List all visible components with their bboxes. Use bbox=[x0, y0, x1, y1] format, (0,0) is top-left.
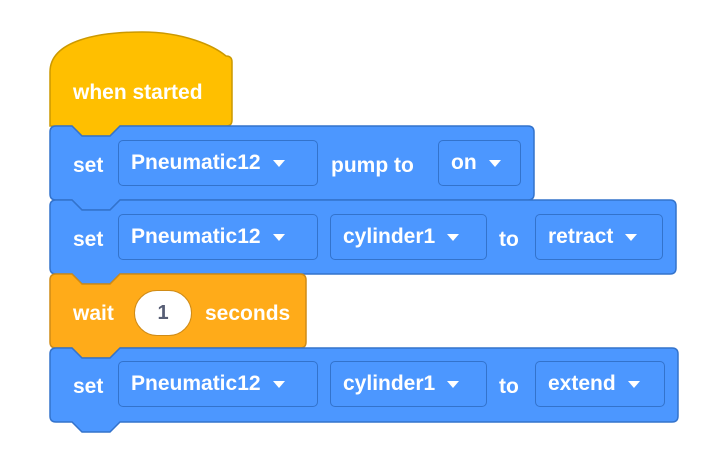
cylinder-dropdown[interactable]: cylinder1 bbox=[330, 361, 487, 407]
set-keyword: set bbox=[73, 228, 104, 251]
cylinder-action-dropdown[interactable]: retract bbox=[535, 214, 663, 260]
dropdown-caret-icon bbox=[488, 160, 501, 167]
dropdown-caret-icon bbox=[272, 160, 285, 167]
device-dropdown-label: Pneumatic12 bbox=[131, 225, 261, 248]
hat-block-label: when started bbox=[73, 81, 203, 104]
cylinder-action-label: extend bbox=[548, 372, 616, 395]
pump-state-dropdown[interactable]: on bbox=[438, 140, 521, 186]
dropdown-caret-icon bbox=[272, 234, 285, 241]
hat-block-shape[interactable] bbox=[49, 31, 233, 137]
seconds-label: seconds bbox=[205, 302, 291, 325]
set-keyword: set bbox=[73, 375, 104, 398]
pump-to-label: pump to bbox=[331, 154, 414, 177]
dropdown-caret-icon bbox=[272, 381, 285, 388]
to-label: to bbox=[499, 375, 519, 398]
device-dropdown-label: Pneumatic12 bbox=[131, 372, 261, 395]
cylinder-dropdown[interactable]: cylinder1 bbox=[330, 214, 487, 260]
cylinder-action-dropdown[interactable]: extend bbox=[535, 361, 665, 407]
device-dropdown-label: Pneumatic12 bbox=[131, 151, 261, 174]
to-label: to bbox=[499, 228, 519, 251]
pump-state-label: on bbox=[451, 151, 477, 174]
cylinder-dropdown-label: cylinder1 bbox=[343, 225, 436, 248]
device-dropdown[interactable]: Pneumatic12 bbox=[118, 361, 318, 407]
dropdown-caret-icon bbox=[627, 381, 640, 388]
dropdown-caret-icon bbox=[447, 234, 460, 241]
cylinder-action-label: retract bbox=[548, 225, 614, 248]
wait-keyword: wait bbox=[73, 302, 114, 325]
set-keyword: set bbox=[73, 154, 104, 177]
cylinder-dropdown-label: cylinder1 bbox=[343, 372, 436, 395]
wait-seconds-input[interactable]: 1 bbox=[134, 290, 192, 336]
dropdown-caret-icon bbox=[447, 381, 460, 388]
dropdown-caret-icon bbox=[625, 234, 638, 241]
device-dropdown[interactable]: Pneumatic12 bbox=[118, 214, 318, 260]
device-dropdown[interactable]: Pneumatic12 bbox=[118, 140, 318, 186]
